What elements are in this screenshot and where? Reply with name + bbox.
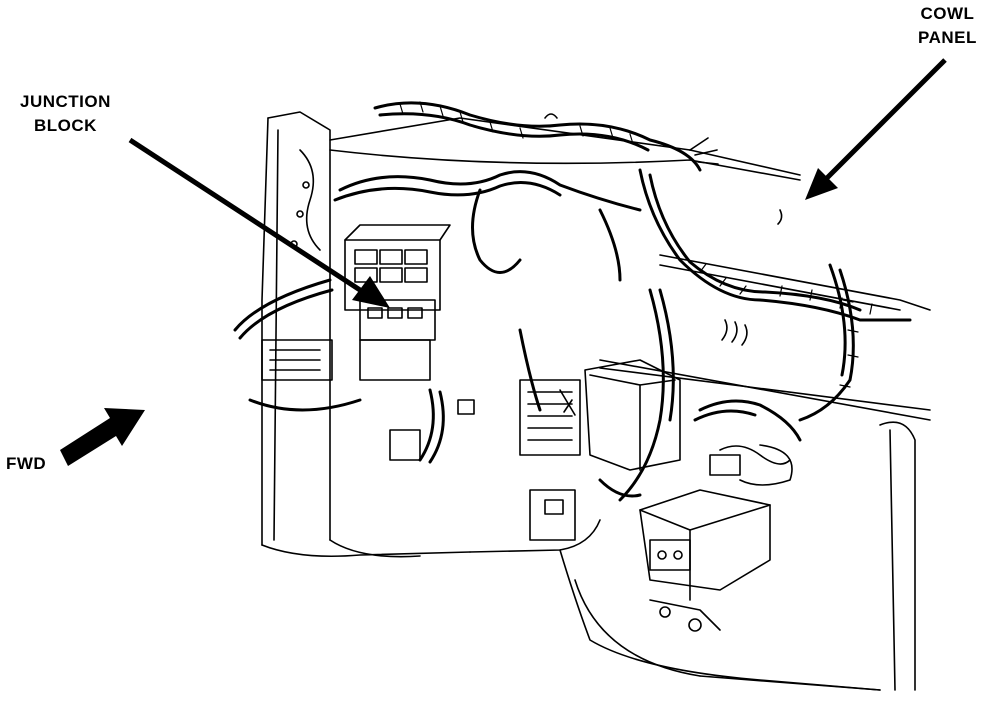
center-modules (519, 359, 681, 541)
cowl-panel-label-line-1: COWL (920, 4, 975, 23)
fwd-label: FWD (6, 454, 47, 473)
left-pillar-outline (261, 111, 471, 558)
cowl-panel-label-line-2: PANEL (918, 28, 977, 47)
floor-module (639, 489, 771, 632)
fwd-arrow-icon (60, 408, 145, 466)
cowl-panel-label: COWL PANEL (918, 2, 977, 50)
center-console (329, 421, 916, 691)
junction-block-arrow (128, 137, 390, 308)
junction-block (344, 224, 451, 381)
harness-texture (399, 101, 873, 388)
wiring-harness (233, 101, 912, 502)
junction-block-label-line-2: BLOCK (33, 116, 97, 135)
junction-block-label: JUNCTION BLOCK (20, 90, 111, 138)
right-brackets (709, 319, 793, 486)
junction-block-label-line-1: JUNCTION (20, 92, 111, 111)
cowl-panel-arrow (805, 58, 947, 200)
wire-ends (544, 113, 719, 165)
left-connector-cluster (261, 339, 475, 461)
